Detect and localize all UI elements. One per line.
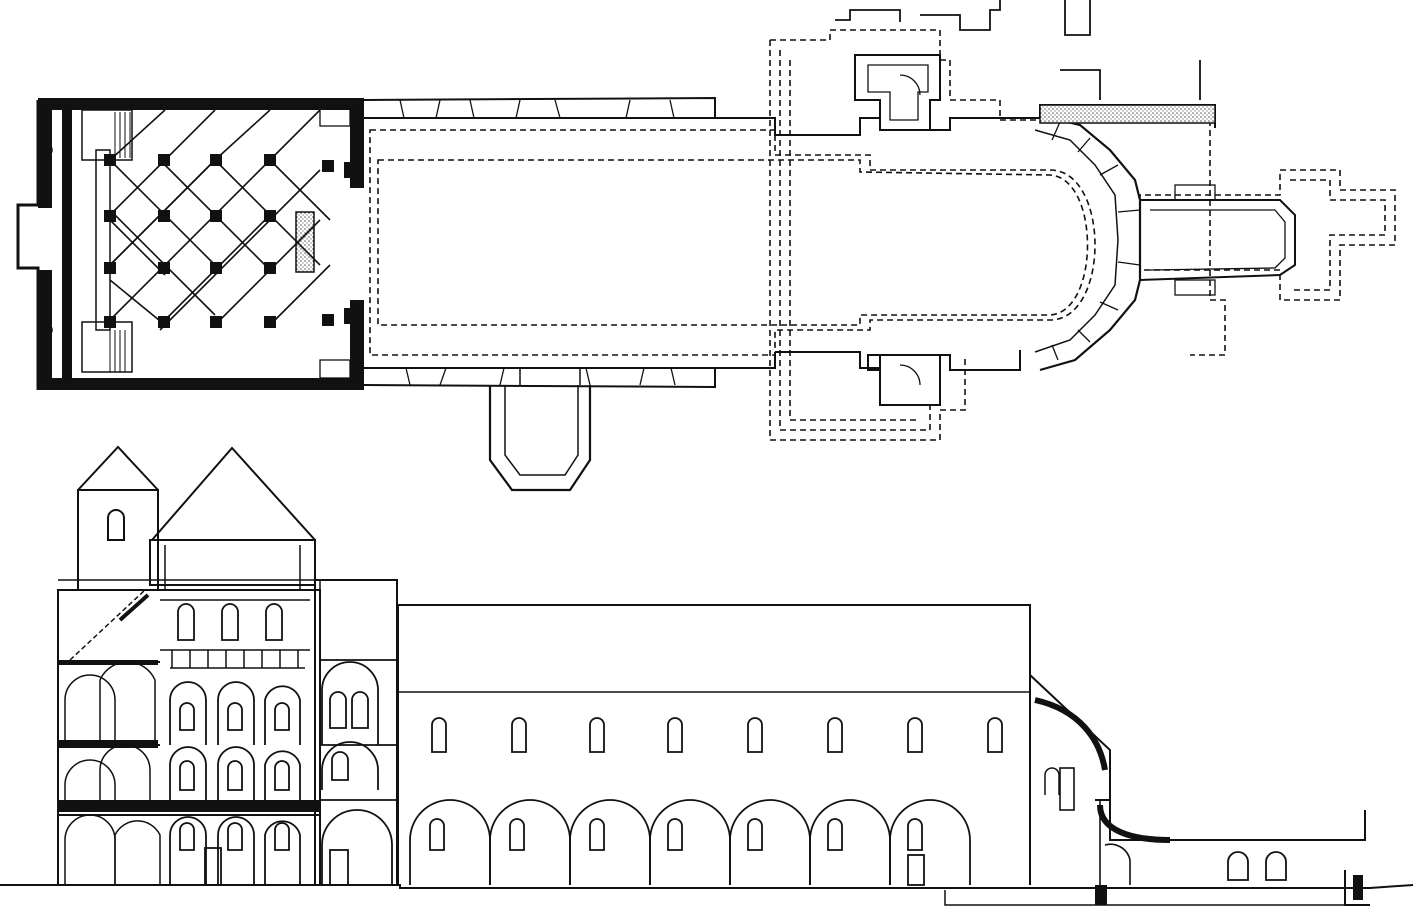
- nave-plan: [319, 96, 776, 492]
- ground-plan: [16, 0, 1396, 492]
- westwork-elevation: [57, 445, 398, 886]
- westwork-plan: [16, 98, 364, 390]
- nave-elevation: [397, 604, 1031, 886]
- choir-plan: [774, 0, 1296, 406]
- vault-grid: [104, 109, 360, 331]
- earlier-phase-outline: [369, 29, 1396, 441]
- choir-elevation: [1029, 674, 1370, 906]
- longitudinal-section: [0, 445, 1413, 906]
